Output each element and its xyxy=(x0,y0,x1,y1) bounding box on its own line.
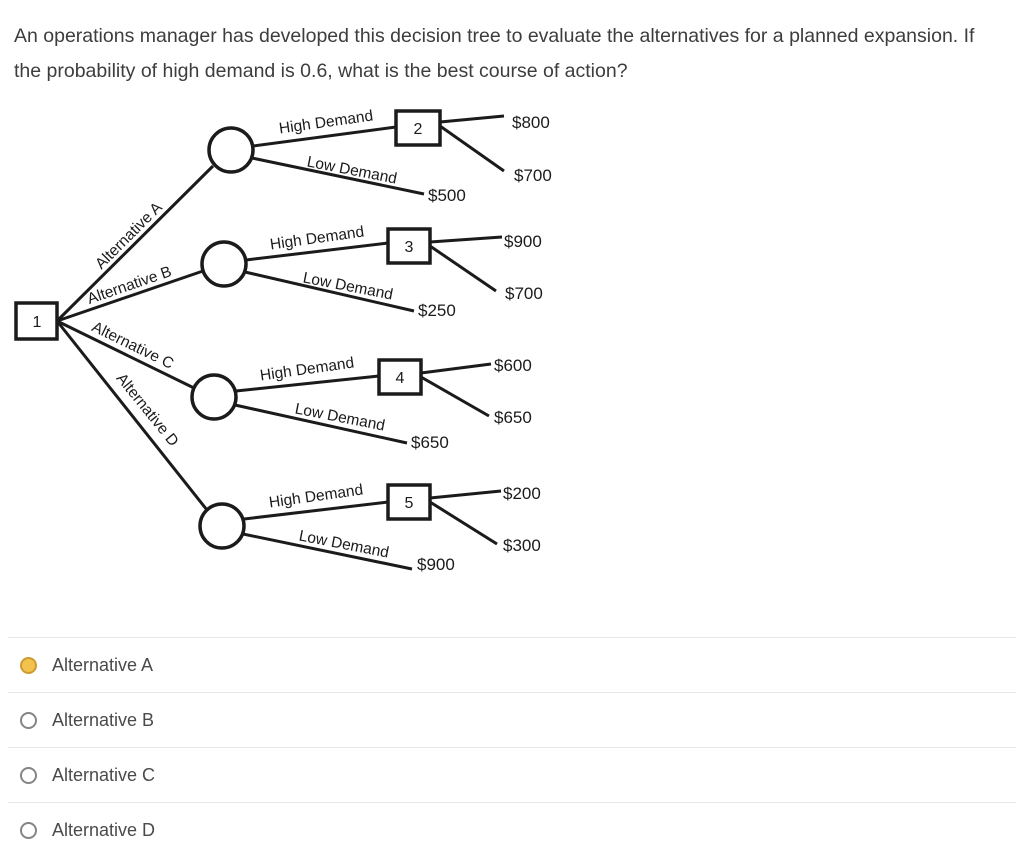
chance-node-c-circle xyxy=(190,373,238,421)
low-demand-label-b: Low Demand xyxy=(301,269,394,303)
branch-lines-b xyxy=(244,235,503,313)
radio-button[interactable] xyxy=(20,711,37,729)
decision-node-4-label: 4 xyxy=(396,370,405,387)
alt-d-branch-label: Alternative D xyxy=(113,370,182,450)
radio-button[interactable] xyxy=(20,766,37,784)
branch-lines-a xyxy=(251,114,505,196)
payoff-label: $650 xyxy=(411,433,449,452)
option-label: Alternative D xyxy=(52,819,156,840)
option-label: Alternative B xyxy=(52,709,155,730)
payoff-label: $250 xyxy=(418,301,456,320)
decision-node-3-box xyxy=(386,227,432,265)
payoff-label: $700 xyxy=(505,284,543,303)
option-alternative-b[interactable]: Alternative B xyxy=(8,692,1016,747)
radio-button[interactable] xyxy=(20,656,37,674)
root-branch-lines xyxy=(55,164,215,511)
radio-button[interactable] xyxy=(20,821,37,839)
option-label: Alternative A xyxy=(52,654,154,675)
decision-node-5-box xyxy=(386,483,432,521)
payoff-label: $500 xyxy=(428,186,466,205)
low-demand-label-a: Low Demand xyxy=(305,153,398,187)
payoff-label: $900 xyxy=(504,232,542,251)
payoff-label: $200 xyxy=(503,484,541,503)
option-alternative-c[interactable]: Alternative C xyxy=(8,747,1016,802)
payoff-label: $800 xyxy=(512,113,550,132)
high-demand-label-b: High Demand xyxy=(269,223,365,253)
option-alternative-d[interactable]: Alternative D xyxy=(8,802,1016,857)
branch-lines-d xyxy=(242,489,502,571)
option-alternative-a[interactable]: Alternative A xyxy=(8,637,1016,692)
payoff-label: $600 xyxy=(494,356,532,375)
decision-node-3-label: 3 xyxy=(405,239,414,256)
decision-node-5-label: 5 xyxy=(405,495,414,512)
alt-c-branch-label: Alternative C xyxy=(89,319,176,373)
decision-node-1-box xyxy=(14,301,59,341)
decision-node-4-box xyxy=(377,358,423,396)
payoff-label: $650 xyxy=(494,408,532,427)
decision-tree-diagram: 1 Alternative A Alternative B Alternativ… xyxy=(14,107,552,574)
payoff-label: $300 xyxy=(503,536,541,555)
decision-node-1-label: 1 xyxy=(33,314,42,331)
option-label: Alternative C xyxy=(52,764,156,785)
decision-node-2-label: 2 xyxy=(414,121,423,138)
answer-options: Alternative A Alternative B Alternative … xyxy=(0,637,1024,857)
alt-a-branch-label: Alternative A xyxy=(92,199,166,273)
branch-lines-c xyxy=(234,362,492,445)
chance-node-d-circle xyxy=(198,502,246,550)
payoff-label: $900 xyxy=(417,555,455,574)
payoff-label: $700 xyxy=(514,166,552,185)
chance-node-b-circle xyxy=(200,240,248,288)
low-demand-label-d: Low Demand xyxy=(297,527,390,561)
question-text: An operations manager has developed this… xyxy=(14,25,975,82)
chance-node-a-circle xyxy=(207,126,255,174)
decision-node-2-box xyxy=(394,109,442,147)
